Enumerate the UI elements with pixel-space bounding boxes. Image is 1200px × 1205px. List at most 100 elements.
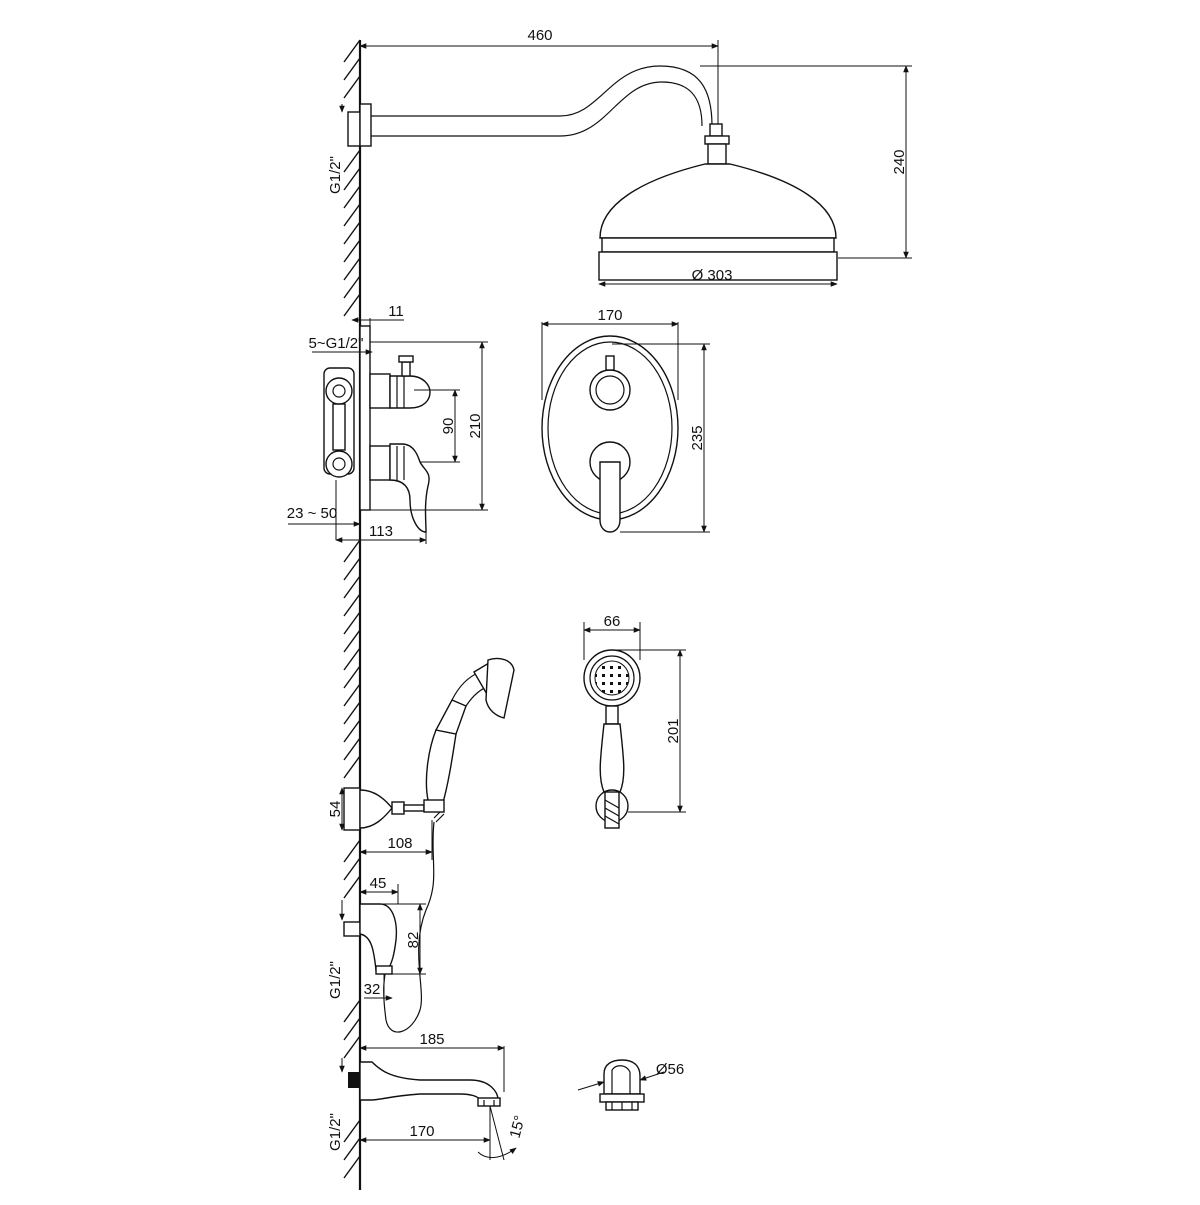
wall-hatch-line [343, 1035, 361, 1059]
wall-hatch-line [343, 1137, 361, 1161]
hand-head-nozzles [594, 660, 630, 696]
wall-hatch-line [343, 185, 361, 209]
arm-flange [359, 103, 372, 147]
dim-185-label: 185 [419, 1031, 444, 1048]
mixer-port-bottom-inner [332, 457, 346, 471]
hand-head-ring [589, 655, 635, 701]
wall-hatch-line [343, 1017, 361, 1041]
wall-hatch-line [343, 239, 361, 263]
wall-hatch-line [343, 149, 361, 173]
hand-grip-side [425, 729, 457, 807]
wall-hatch-line [343, 1119, 361, 1143]
wall-hatch-line [343, 629, 361, 653]
wall-hatch-line [343, 221, 361, 245]
dim-90-label: 90 [440, 418, 457, 435]
handle-base [369, 445, 391, 481]
mixer-front-view: 170 235 [541, 307, 710, 533]
flange-curve [611, 1065, 631, 1073]
wall-hatch-line [343, 1155, 361, 1179]
thread-1 [604, 799, 620, 809]
mixer-body-inner [332, 403, 346, 451]
wall-hatch-line [343, 647, 361, 671]
wall-hatch-line [343, 611, 361, 635]
wall-hatch-line [343, 75, 361, 99]
head-dome [599, 163, 837, 239]
flange-body [603, 1059, 641, 1095]
shower-arm-bottom [371, 81, 703, 137]
holder-flange [343, 787, 361, 831]
dim-303-label: Ø 303 [692, 267, 733, 284]
hose-connector-front [604, 791, 620, 829]
dim-2350-label: 23 ~ 50 [287, 505, 337, 522]
wall-hatch-line [343, 557, 361, 581]
dim-82-label: 82 [405, 932, 422, 949]
outlet-body [359, 903, 398, 971]
dim-54-label: 54 [327, 801, 344, 818]
diverter-stem-front [605, 355, 615, 371]
dim-45-label: 45 [370, 875, 387, 892]
dim-15-label: 15° [507, 1114, 529, 1140]
dim-56-label: Ø56 [656, 1061, 684, 1078]
wall-hatch-line [343, 203, 361, 227]
lever-front [599, 461, 621, 533]
hose [383, 821, 435, 1033]
hand-collar-side [423, 799, 445, 813]
wall [343, 39, 362, 1190]
outlet-wall-bracket [343, 921, 361, 937]
dim-56-leader-left [577, 1081, 605, 1091]
hand-shower-side: 54 108 [327, 657, 515, 1033]
wall-hatch-line [343, 737, 361, 761]
wall-hatch-line [343, 257, 361, 281]
wall-hatch-line [343, 999, 361, 1023]
head-rim [601, 237, 835, 253]
wall-hatch-line [343, 539, 361, 563]
wall-outlet: 45 82 32 G1/2" [327, 875, 426, 1002]
dim-201-label: 201 [665, 718, 682, 743]
arm-wall-bracket [347, 111, 361, 147]
dim-460-label: 460 [527, 27, 552, 44]
head-connector [704, 135, 730, 145]
holder-body [359, 789, 393, 829]
dim-66-label: 66 [604, 613, 621, 630]
diverter-base [369, 373, 391, 409]
dim-113-label: 113 [369, 523, 393, 540]
head-joint [707, 143, 727, 165]
flange-base [599, 1093, 645, 1103]
wall-hatch-line [343, 593, 361, 617]
outlet-nozzle [375, 965, 393, 975]
thread-3 [604, 815, 620, 825]
hand-neck-side [434, 699, 467, 735]
dim-240-label: 240 [891, 149, 908, 174]
mixer-lever [389, 443, 430, 533]
wall-hatch-line [343, 39, 361, 63]
spout-body [359, 1061, 499, 1101]
diverter-cap [398, 355, 414, 363]
dim-15-arc [477, 1147, 517, 1158]
dim-32-label: 32 [364, 981, 381, 998]
rain-shower: 460 240 Ø 303 G1/2" [327, 27, 912, 287]
hand-neck [605, 705, 619, 725]
wall-hatch-line [343, 665, 361, 689]
dim-outlet-g12-label: G1/2" [327, 961, 344, 999]
hand-head-side [485, 657, 515, 719]
diverter-knob-front-inner [595, 375, 625, 405]
dim-170-label: 170 [597, 307, 622, 324]
bath-spout: 185 170 15° G1/2" [327, 1031, 529, 1161]
spout-aerator [477, 1097, 501, 1107]
arm-nut [709, 123, 723, 137]
wall-hatching [343, 39, 361, 1179]
diverter-stem [401, 361, 411, 377]
thread-2 [604, 807, 620, 817]
wall-hatch-line [343, 683, 361, 707]
dim-11-label: 11 [388, 303, 404, 320]
wall-hatch-line [343, 839, 361, 863]
hose-thread-side [433, 811, 445, 823]
wall-hatch-line [343, 857, 361, 881]
dim-210-label: 210 [467, 413, 484, 438]
holder-arm [403, 804, 425, 812]
wall-hatch-line [343, 875, 361, 899]
wall-hatch-line [343, 755, 361, 779]
wall-hatch-line [343, 719, 361, 743]
